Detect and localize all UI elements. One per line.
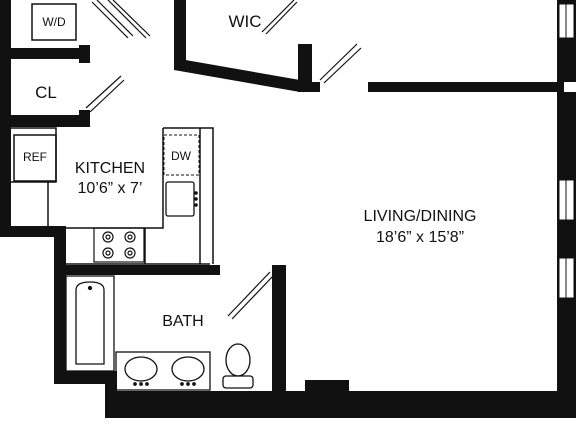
wall-wic-bottom-diagonal [174, 58, 300, 92]
stove [93, 227, 145, 263]
bath-door [227, 271, 275, 320]
wall-bottom [105, 391, 576, 418]
wall-closet-bottom [0, 115, 90, 127]
wall-right-lower [557, 92, 576, 392]
washer-dryer: W/D [31, 3, 77, 41]
wall-closet-stub [79, 110, 90, 127]
wall-wd-stub [79, 45, 90, 63]
wd-label: W/D [42, 15, 66, 29]
wic-door [261, 0, 298, 35]
closet-label: CL [35, 83, 57, 102]
windows [558, 3, 575, 299]
wall-wd-bottom [0, 48, 90, 59]
wall-bottom-bump [305, 380, 349, 392]
kitchen-counters [10, 127, 214, 265]
ref-label: REF [23, 150, 47, 164]
closet-door [85, 75, 125, 113]
toilet [222, 343, 254, 389]
kitchen-sink [165, 181, 198, 217]
living-dining-dimensions: 18’6” x 15’8” [376, 229, 464, 246]
wall-kitchen-bath [54, 265, 220, 275]
wic-label: WIC [228, 12, 261, 31]
walls [0, 0, 576, 418]
doors [85, 0, 362, 320]
wall-living-top [368, 82, 564, 92]
wall-wic-left [174, 0, 186, 68]
dw-label: DW [171, 149, 192, 163]
wd-door [91, 0, 151, 39]
living-dining-label: LIVING/DINING [364, 208, 477, 225]
entry-door [319, 43, 362, 84]
kitchen-label: KITCHEN [75, 160, 145, 177]
wall-bath-bottom-left [54, 371, 114, 384]
wall-wic-bottom-stub [298, 82, 320, 92]
kitchen-dimensions: 10’6” x 7’ [78, 180, 143, 197]
dishwasher: DW [163, 134, 200, 176]
wall-bath-bottom-step [105, 371, 117, 411]
refrigerator: REF [13, 134, 57, 182]
wall-wic-right [298, 44, 312, 90]
wall-left-kitchen [0, 226, 60, 237]
bathtub [65, 275, 115, 372]
wall-bath-right [272, 265, 286, 392]
bath-vanity [115, 351, 211, 391]
bath-label: BATH [162, 313, 203, 330]
